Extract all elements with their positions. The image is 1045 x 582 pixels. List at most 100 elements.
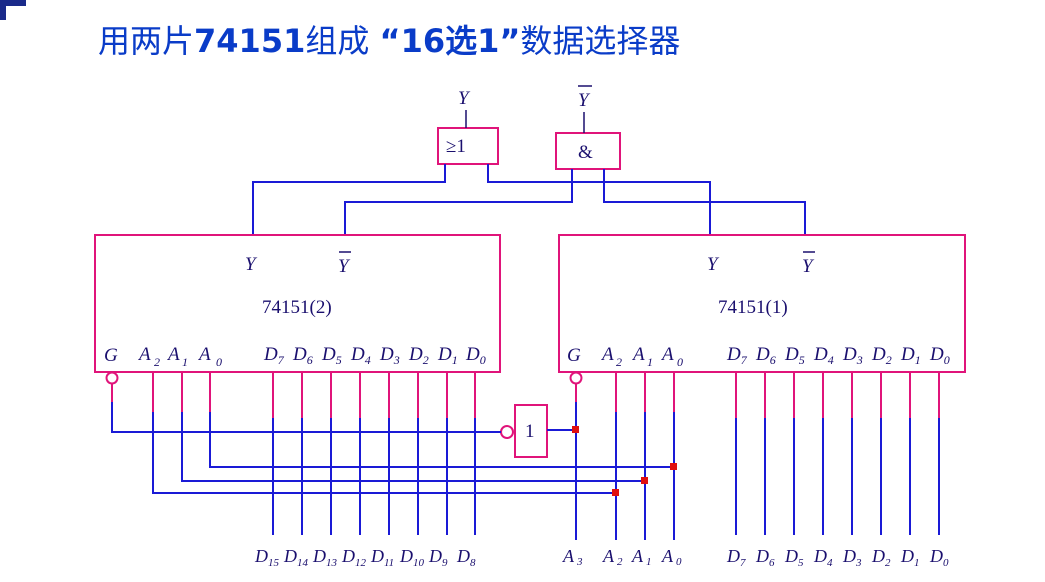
wire-a0-bus xyxy=(209,412,674,468)
chip-right-d7-label: D7 xyxy=(726,344,748,367)
title-quote: “16选1” xyxy=(379,22,521,60)
bottom-a1-label: A xyxy=(631,546,644,566)
and-output-label: Y xyxy=(578,90,591,111)
chip-right-d5-label-sub: 5 xyxy=(799,353,805,367)
chip-right-d3-label: D3 xyxy=(842,344,863,367)
chip-right-d2-label: D2 xyxy=(871,344,892,367)
chip-left-a0-sub: 0 xyxy=(216,355,222,369)
chip-left-d6-label: D6 xyxy=(292,344,313,367)
chip-left-d5-label-sub: 5 xyxy=(336,353,342,367)
chip-left-ybar: Y xyxy=(338,256,351,277)
bottom-right-d3-label: D3 xyxy=(842,546,862,569)
chip-left-d2-label-sub: 2 xyxy=(423,353,429,367)
left-g-bubble xyxy=(105,371,119,385)
chip-left-d6-label-sub: 6 xyxy=(307,353,313,367)
wire-left-g xyxy=(111,402,501,433)
bottom-right-d0-label-sub: 0 xyxy=(943,557,949,569)
chip-right-d0-label-sub: 0 xyxy=(944,353,950,367)
junction-a1 xyxy=(641,477,648,484)
bottom-d9-label-sub: 9 xyxy=(442,557,448,569)
wire-right-y-or xyxy=(487,164,711,235)
title-prefix: 用两片 xyxy=(98,22,195,60)
wire-left-y-or xyxy=(252,164,446,235)
chip-right-a1-sub: 1 xyxy=(647,355,653,369)
bottom-right-d1-label-sub: 1 xyxy=(914,557,920,569)
bottom-a2-sub: 2 xyxy=(617,556,623,568)
chip-right-a1: A xyxy=(631,344,645,365)
chip-left-d3-label: D3 xyxy=(379,344,400,367)
bottom-right-d6-label-sub: 6 xyxy=(769,557,775,569)
chip-right-g: G xyxy=(567,345,581,366)
bottom-right-d7-label-sub: 7 xyxy=(740,557,746,569)
slide-title: 用两片74151组成 “16选1”数据选择器 xyxy=(98,16,680,62)
bottom-d11-label-sub: 11 xyxy=(384,557,394,569)
not-gate-label: 1 xyxy=(525,421,535,442)
chip-left-d1-label-sub: 1 xyxy=(452,353,458,367)
data-pin-lines xyxy=(272,372,940,535)
bottom-d14-label: D14 xyxy=(283,546,309,569)
chip-right-d6-label-sub: 6 xyxy=(770,353,776,367)
chip-right-d3-label-sub: 3 xyxy=(856,353,863,367)
bottom-right-d4-label: D4 xyxy=(813,546,833,569)
and-gate xyxy=(555,132,621,170)
bottom-a0-label: A xyxy=(661,546,674,566)
chip-left-d7-label-sub: 7 xyxy=(278,353,285,367)
chip-left-a1-sub: 1 xyxy=(182,355,188,369)
wire-a2-bus xyxy=(152,412,616,494)
bottom-d13-label-sub: 13 xyxy=(326,557,338,569)
bottom-d8-label-sub: 8 xyxy=(470,557,476,569)
title-middle: 组成 xyxy=(305,22,380,60)
not-gate-bubble xyxy=(500,425,514,439)
chip-left-a2-sub: 2 xyxy=(154,355,160,369)
chip-right-d0-label: D0 xyxy=(929,344,950,367)
title-suffix: 数据选择器 xyxy=(520,22,681,60)
chip-left-box xyxy=(94,234,501,373)
chip-right-d2-label-sub: 2 xyxy=(886,353,892,367)
chip-left-name: 74151(2) xyxy=(262,297,332,318)
bottom-right-d5-label: D5 xyxy=(784,546,804,569)
chip-right-d1-label: D1 xyxy=(900,344,921,367)
chip-left-a2: A xyxy=(137,344,151,365)
bottom-right-d2-label: D2 xyxy=(871,546,891,569)
or-gate-label: ≥1 xyxy=(446,136,466,157)
bottom-d12-label: D12 xyxy=(341,546,367,569)
chip-right-a0-sub: 0 xyxy=(677,355,683,369)
chip-right-name: 74151(1) xyxy=(718,297,788,318)
chip-left-a0: A xyxy=(197,344,211,365)
bottom-a3-sub: 3 xyxy=(576,556,583,568)
bottom-a3-label: A xyxy=(562,546,575,566)
pin-stubs xyxy=(111,372,675,412)
chip-right-d1-label-sub: 1 xyxy=(915,353,921,367)
bottom-d14-label-sub: 14 xyxy=(297,557,309,569)
bottom-a0-sub: 0 xyxy=(676,556,682,568)
control-wires xyxy=(111,402,675,540)
chip-right-d7-label-sub: 7 xyxy=(741,353,748,367)
chip-left-d4-label-sub: 4 xyxy=(365,353,371,367)
bottom-d15-label: D15 xyxy=(254,546,280,569)
junction-a0 xyxy=(670,463,677,470)
bottom-right-d7-label: D7 xyxy=(726,546,746,569)
title-chip: 74151 xyxy=(194,22,306,60)
chip-left-d7-label: D7 xyxy=(263,344,285,367)
chip-left-d5-label: D5 xyxy=(321,344,342,367)
chip-left-y: Y xyxy=(245,254,258,275)
bottom-d10-label: D10 xyxy=(399,546,425,569)
corner-decoration xyxy=(0,0,26,6)
bottom-right-d1-label: D1 xyxy=(900,546,920,569)
wire-a1-bus xyxy=(181,412,645,482)
bottom-right-d0-label: D0 xyxy=(929,546,949,569)
bottom-right-d3-label-sub: 3 xyxy=(855,557,862,569)
chip-left-g: G xyxy=(104,345,118,366)
chip-left-d4-label: D4 xyxy=(350,344,371,367)
chip-left-d2-label: D2 xyxy=(408,344,429,367)
bottom-d15-label-sub: 15 xyxy=(268,557,280,569)
chip-left-d0-label: D0 xyxy=(465,344,486,367)
bottom-d12-label-sub: 12 xyxy=(355,557,367,569)
right-g-bubble xyxy=(569,371,583,385)
chip-left-d0-label-sub: 0 xyxy=(480,353,486,367)
or-output-label: Y xyxy=(458,88,471,109)
chip-left-d3-label-sub: 3 xyxy=(393,353,400,367)
